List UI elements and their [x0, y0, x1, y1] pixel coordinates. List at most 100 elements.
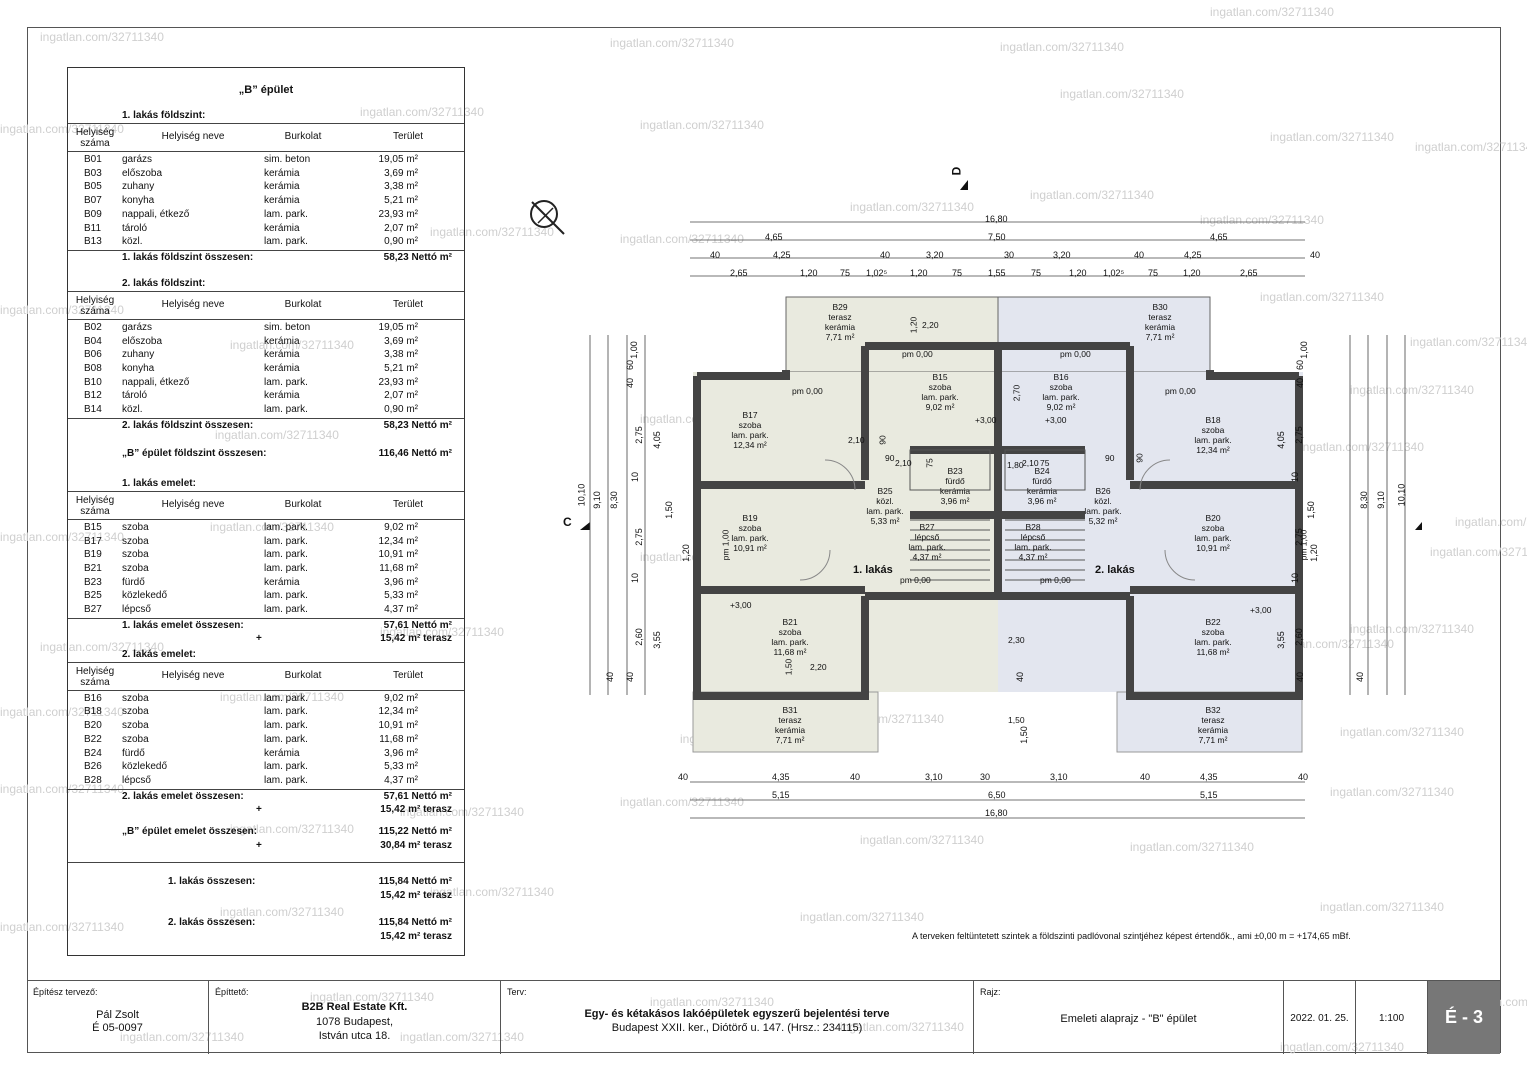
dim-bottom-row1: 30 [980, 772, 991, 782]
room-name: tároló [122, 390, 148, 402]
room-label-line: szoba [928, 382, 952, 392]
room-floor: kerámia [264, 222, 300, 234]
room-number: B07 [84, 195, 102, 207]
opening-dim: 2,10 [895, 458, 912, 468]
room-floor: lam. park. [264, 404, 308, 416]
room-number: B02 [84, 321, 102, 333]
room-floor: lam. park. [264, 692, 308, 704]
room-number: B19 [84, 549, 102, 561]
flat-terrace-value: 15,42 m² terasz [380, 889, 452, 901]
dim-right: 40 [1355, 671, 1366, 683]
dim-left: 1,00 [628, 341, 639, 359]
room-label-line: kerámia [1144, 322, 1176, 332]
architect-label: Építész tervező: [33, 987, 98, 997]
section-total-label: 1. lakás emelet összesen: [122, 619, 244, 631]
room-number: B05 [84, 181, 102, 193]
room-number: B13 [84, 236, 102, 248]
opening-dim: 90 [877, 435, 888, 445]
room-area: 3,69 m² [384, 335, 418, 347]
room-number: B09 [84, 208, 102, 220]
room-area: 10,91 m² [378, 549, 418, 561]
room-floor: lam. park. [264, 376, 308, 388]
room-area: 3,69 m² [384, 167, 418, 179]
dim-left: 2,75 [633, 528, 644, 546]
level-note: A terveken feltüntetett szintek a földsz… [912, 931, 1351, 941]
room-floor: lam. park. [264, 549, 308, 561]
header-floor: Burkolat [284, 498, 322, 510]
dim-top-row2: 7,50 [988, 232, 1006, 242]
room-label-line: 11,68 m² [773, 647, 807, 657]
room-floor: lam. park. [264, 604, 308, 615]
room-label-line: közl. [1094, 496, 1112, 506]
room-name: lépcső [122, 604, 151, 615]
room-label-line: lam. park. [1042, 392, 1080, 402]
room-number: B26 [84, 761, 102, 773]
room-label-line: B26 [1095, 486, 1111, 496]
room-floor: kerámia [264, 363, 300, 374]
room-label-line: lam. park. [1084, 506, 1122, 516]
room-area: 19,05 m² [378, 321, 418, 333]
section-total-value: 57,61 Nettó m² [383, 790, 452, 802]
header-area: Terület [392, 298, 423, 310]
room-label-line: szoba [738, 420, 762, 430]
dim-left: 40 [605, 671, 616, 683]
date-cell: 2022. 01. 25. [1284, 981, 1356, 1054]
dim-left: 10,10 [576, 483, 587, 507]
room-floor: lam. park. [264, 720, 308, 732]
room-label-line: szoba [1049, 382, 1073, 392]
room-label-line: 3,96 m² [940, 496, 970, 506]
room-floor: sim. beton [264, 154, 311, 165]
room-label-line: 4,37 m² [912, 552, 942, 562]
room-label-line: 5,32 m² [1088, 516, 1118, 526]
dim-left: 40 [1015, 671, 1026, 683]
plus-sign: + [256, 632, 262, 644]
header-floor: Burkolat [284, 298, 322, 310]
title-block: Építész tervező: Pál Zsolt É 05-0097 Épí… [27, 980, 1501, 1054]
room-floor: lam. park. [264, 706, 308, 718]
room-label-line: kerámia [824, 322, 856, 332]
dim-top-row2: 4,65 [765, 232, 783, 242]
room-area: 11,68 m² [379, 562, 418, 574]
room-area: 5,21 m² [384, 363, 418, 374]
room-number: B20 [84, 720, 102, 732]
room-label-line: 10,91 m² [1196, 543, 1230, 553]
upper-terrace-value: 30,84 m² terasz [380, 839, 452, 851]
dim-left: 10 [630, 471, 641, 483]
dim-bottom-row1: 40 [678, 772, 689, 782]
dim-right: 1,20 [1308, 544, 1319, 562]
room-name: szoba [122, 692, 149, 704]
section-total: 1. lakás emelet összesen:57,61 Nettó m² [122, 620, 452, 631]
room-label-line: 9,02 m² [925, 402, 955, 412]
flat-total-value: 115,84 Nettó m² [378, 916, 452, 928]
parapet-height: pm 0,00 [900, 575, 931, 585]
builder-name: B2B Real Estate Kft. [301, 1001, 408, 1013]
room-label-line: 7,71 m² [825, 332, 855, 342]
opening-dim: 90 [1134, 453, 1145, 463]
header-area: Terület [392, 131, 423, 142]
dim-left: 2,75 [633, 426, 644, 444]
dim-bottom-row1: 40 [1140, 772, 1151, 782]
room-label-line: fürdő [945, 476, 965, 486]
room-number: B15 [84, 521, 102, 533]
room-name: nappali, étkező [122, 208, 190, 220]
room-label-line: B30 [1152, 302, 1168, 312]
room-floor: kerámia [264, 747, 300, 759]
dim-top-row4: 1,20 [1069, 268, 1087, 278]
parapet-height: pm 1,00 [720, 529, 731, 561]
dim-bottom-row2: 5,15 [772, 790, 790, 800]
room-name: közl. [122, 404, 143, 416]
section-total-label: 2. lakás emelet összesen: [122, 790, 244, 802]
room-floor: kerámia [264, 349, 300, 361]
